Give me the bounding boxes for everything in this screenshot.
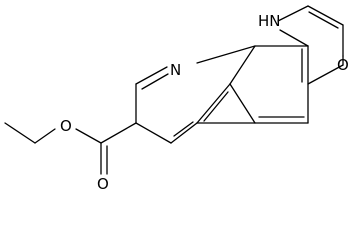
bond-carbonyl-oether (75, 128, 102, 144)
bond-c4a-c6a-inner (203, 91, 229, 122)
bond-c2-c3 (307, 5, 344, 26)
bond-c4a-c6a (196, 83, 231, 124)
pyridone-ring (277, 5, 344, 85)
atom-label-o-ester-carbonyl: O (97, 175, 109, 192)
bond-c4-c4a (170, 122, 198, 144)
bond-c6a-c6 (229, 83, 256, 124)
bond-n1-c2-inner (141, 73, 169, 90)
ethyl-phenanthrolinone-carboxylate-structure: HN N O O O (4, 5, 349, 192)
atom-label-o-ketone: O (337, 56, 349, 74)
bond-c4-c4a (307, 64, 344, 85)
atom-label-n: N (170, 61, 181, 79)
bond-c10a-c6a (229, 45, 256, 85)
atom-label-nh: HN (258, 12, 281, 30)
bond-c2-c3-inner (308, 11, 339, 29)
bond-c3-carbonyl (100, 122, 137, 144)
middle-ring (229, 45, 309, 124)
ester-group (4, 122, 137, 175)
bond-oether-ch2 (34, 128, 56, 144)
bond-c10a-n1 (196, 45, 256, 64)
bond-ch2-ch3 (4, 122, 36, 144)
atom-label-o-ester-ether: O (60, 117, 72, 135)
bond-nh-c2 (277, 5, 309, 22)
bond-n1-c2 (135, 66, 168, 85)
bond-c10b-nh (279, 29, 309, 47)
bond-c3-c4 (135, 122, 172, 144)
pyridine-ring (135, 45, 256, 144)
bond-c4-c4a-inner (173, 121, 194, 137)
